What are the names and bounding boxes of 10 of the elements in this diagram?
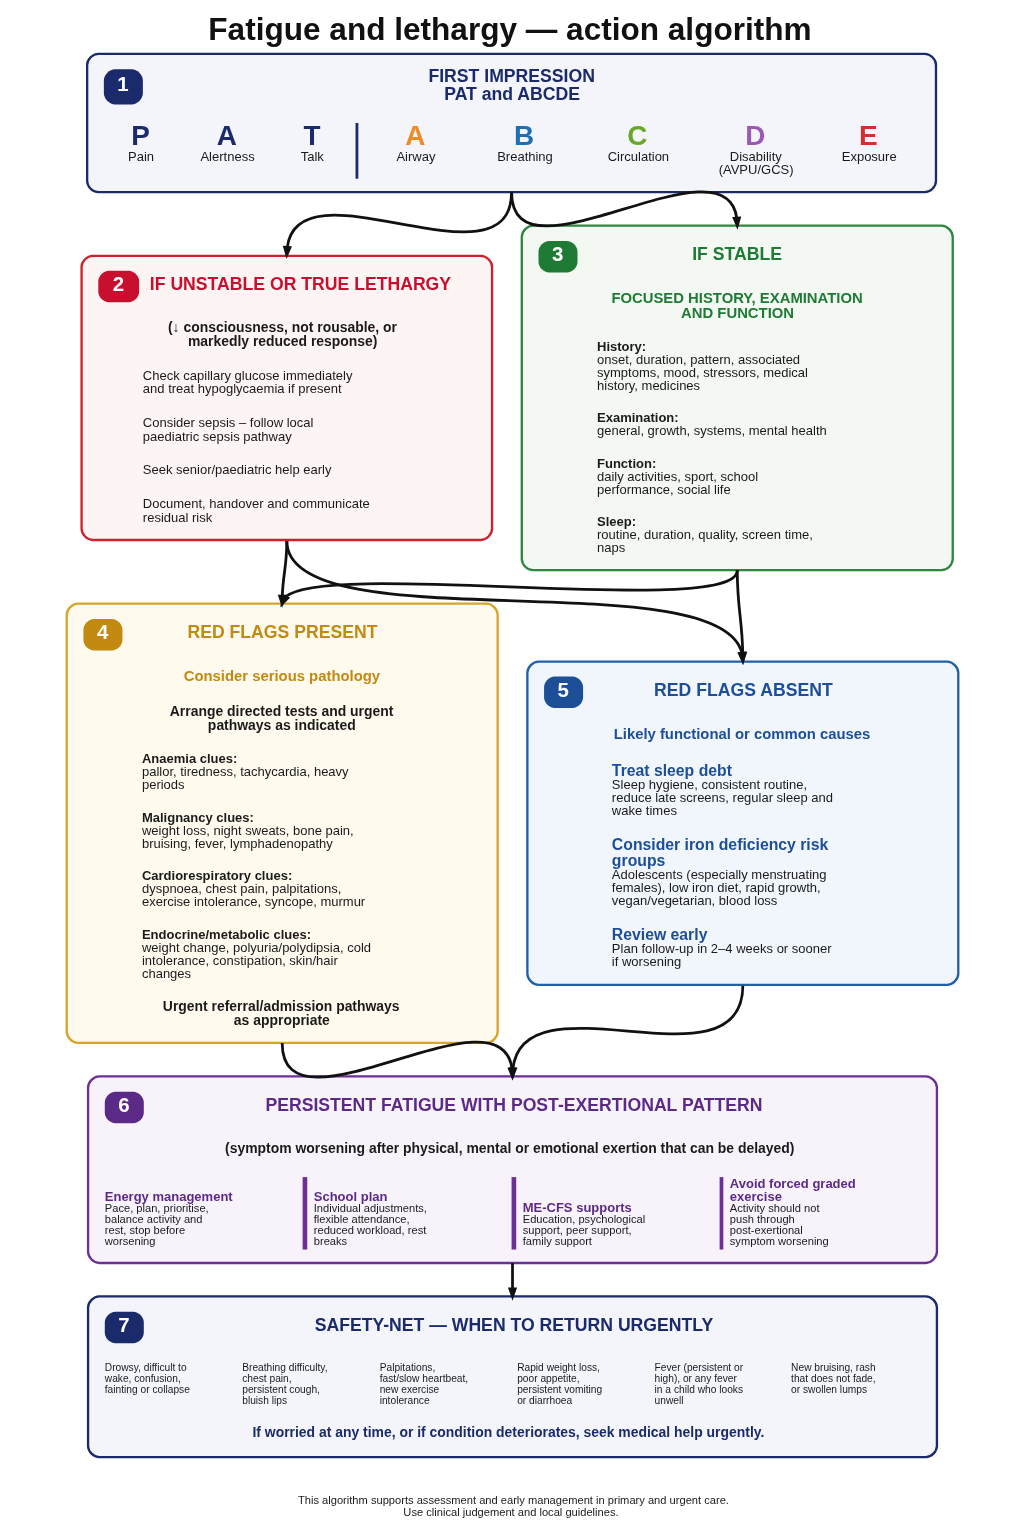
node-box: 3 IF STABLE FOCUSED HISTORY, EXAMINATION AND FUNCTION History: onset, duration, pattern, associated symptoms, mood, stressors, medical history, medicines Examination: general, growth, systems, mental health Function: daily activities, sport, school performance, social life Sleep: routine, duration, quality, screen time, naps [520,224,954,572]
arrow [507,1263,517,1301]
node-box: 7 SAFETY-NET — WHEN TO RETURN URGENTLY Drowsy, difficult to wake, confusion, fainting or collapse Breathing difficulty, chest pain, persistent cough, bluish lips Palpitations, fast/slow heartbeat, new exercise intolerance Rapid weight loss, poor appetite, persistent vomiting or diarrhoea Fever (persistent or high), or any fever in a child who looks unwell New bruising, rash that does not fade, or swollen lumps If worried at any time, or if condition deteriorates, seek medical help urgently. [86,1295,938,1459]
node-box: 2 IF UNSTABLE OR TRUE LETHARGY (↓ consciousness, not rousable, or markedly reduced response) Check capillary glucose immediately and treat hypoglycaemia if present Consider sepsis – follow local paediatric sepsis pathway Seek senior/paediatric help early Document, handover and communicate residual risk [79,254,493,542]
node-box: 1 FIRST IMPRESSION PAT and ABCDE P Pain A Alertness T Talk A Airway B Breathing C Circulation D Disability (AVPU/GCS) E Exposure [85,52,937,194]
node-box: 4 RED FLAGS PRESENT Consider serious pathology Arrange directed tests and urgent pathways as indicated Anaemia clues: pallor, tiredness, tachycardia, heavy periods Malignancy clues: weight loss, night sweats, bone pain, bruising, fever, lymphadenopathy Cardiorespiratory clues: dyspnoea, chest pain, palpitations, exercise intolerance, syncope, murmur Endocrine/metabolic clues: weight change, polyuria/polydipsia, cold intolerance, constipation, skin/hair changes Urgent referral/admission pathways as appropriate [65,602,499,1045]
arrow [509,190,741,230]
node-box: 5 RED FLAGS ABSENT Likely functional or common causes Treat sleep debt Sleep hygiene, consistent routine, reduce late screens, regular sleep and wake times Consider iron deficiency risk groups Adolescents (especially menstruating females), low iron diet, rapid growth, vegan/vegetarian, blood loss Review early Plan follow-up in 2–4 weeks or sooner if worsening [525,660,959,986]
diagram-title: Fatigue and lethargy — action algorithm [207,11,812,48]
label: This algorithm supports assessment and early management in primary and urgent care. Use clinical judgement and local guidelines. [297,1494,729,1519]
